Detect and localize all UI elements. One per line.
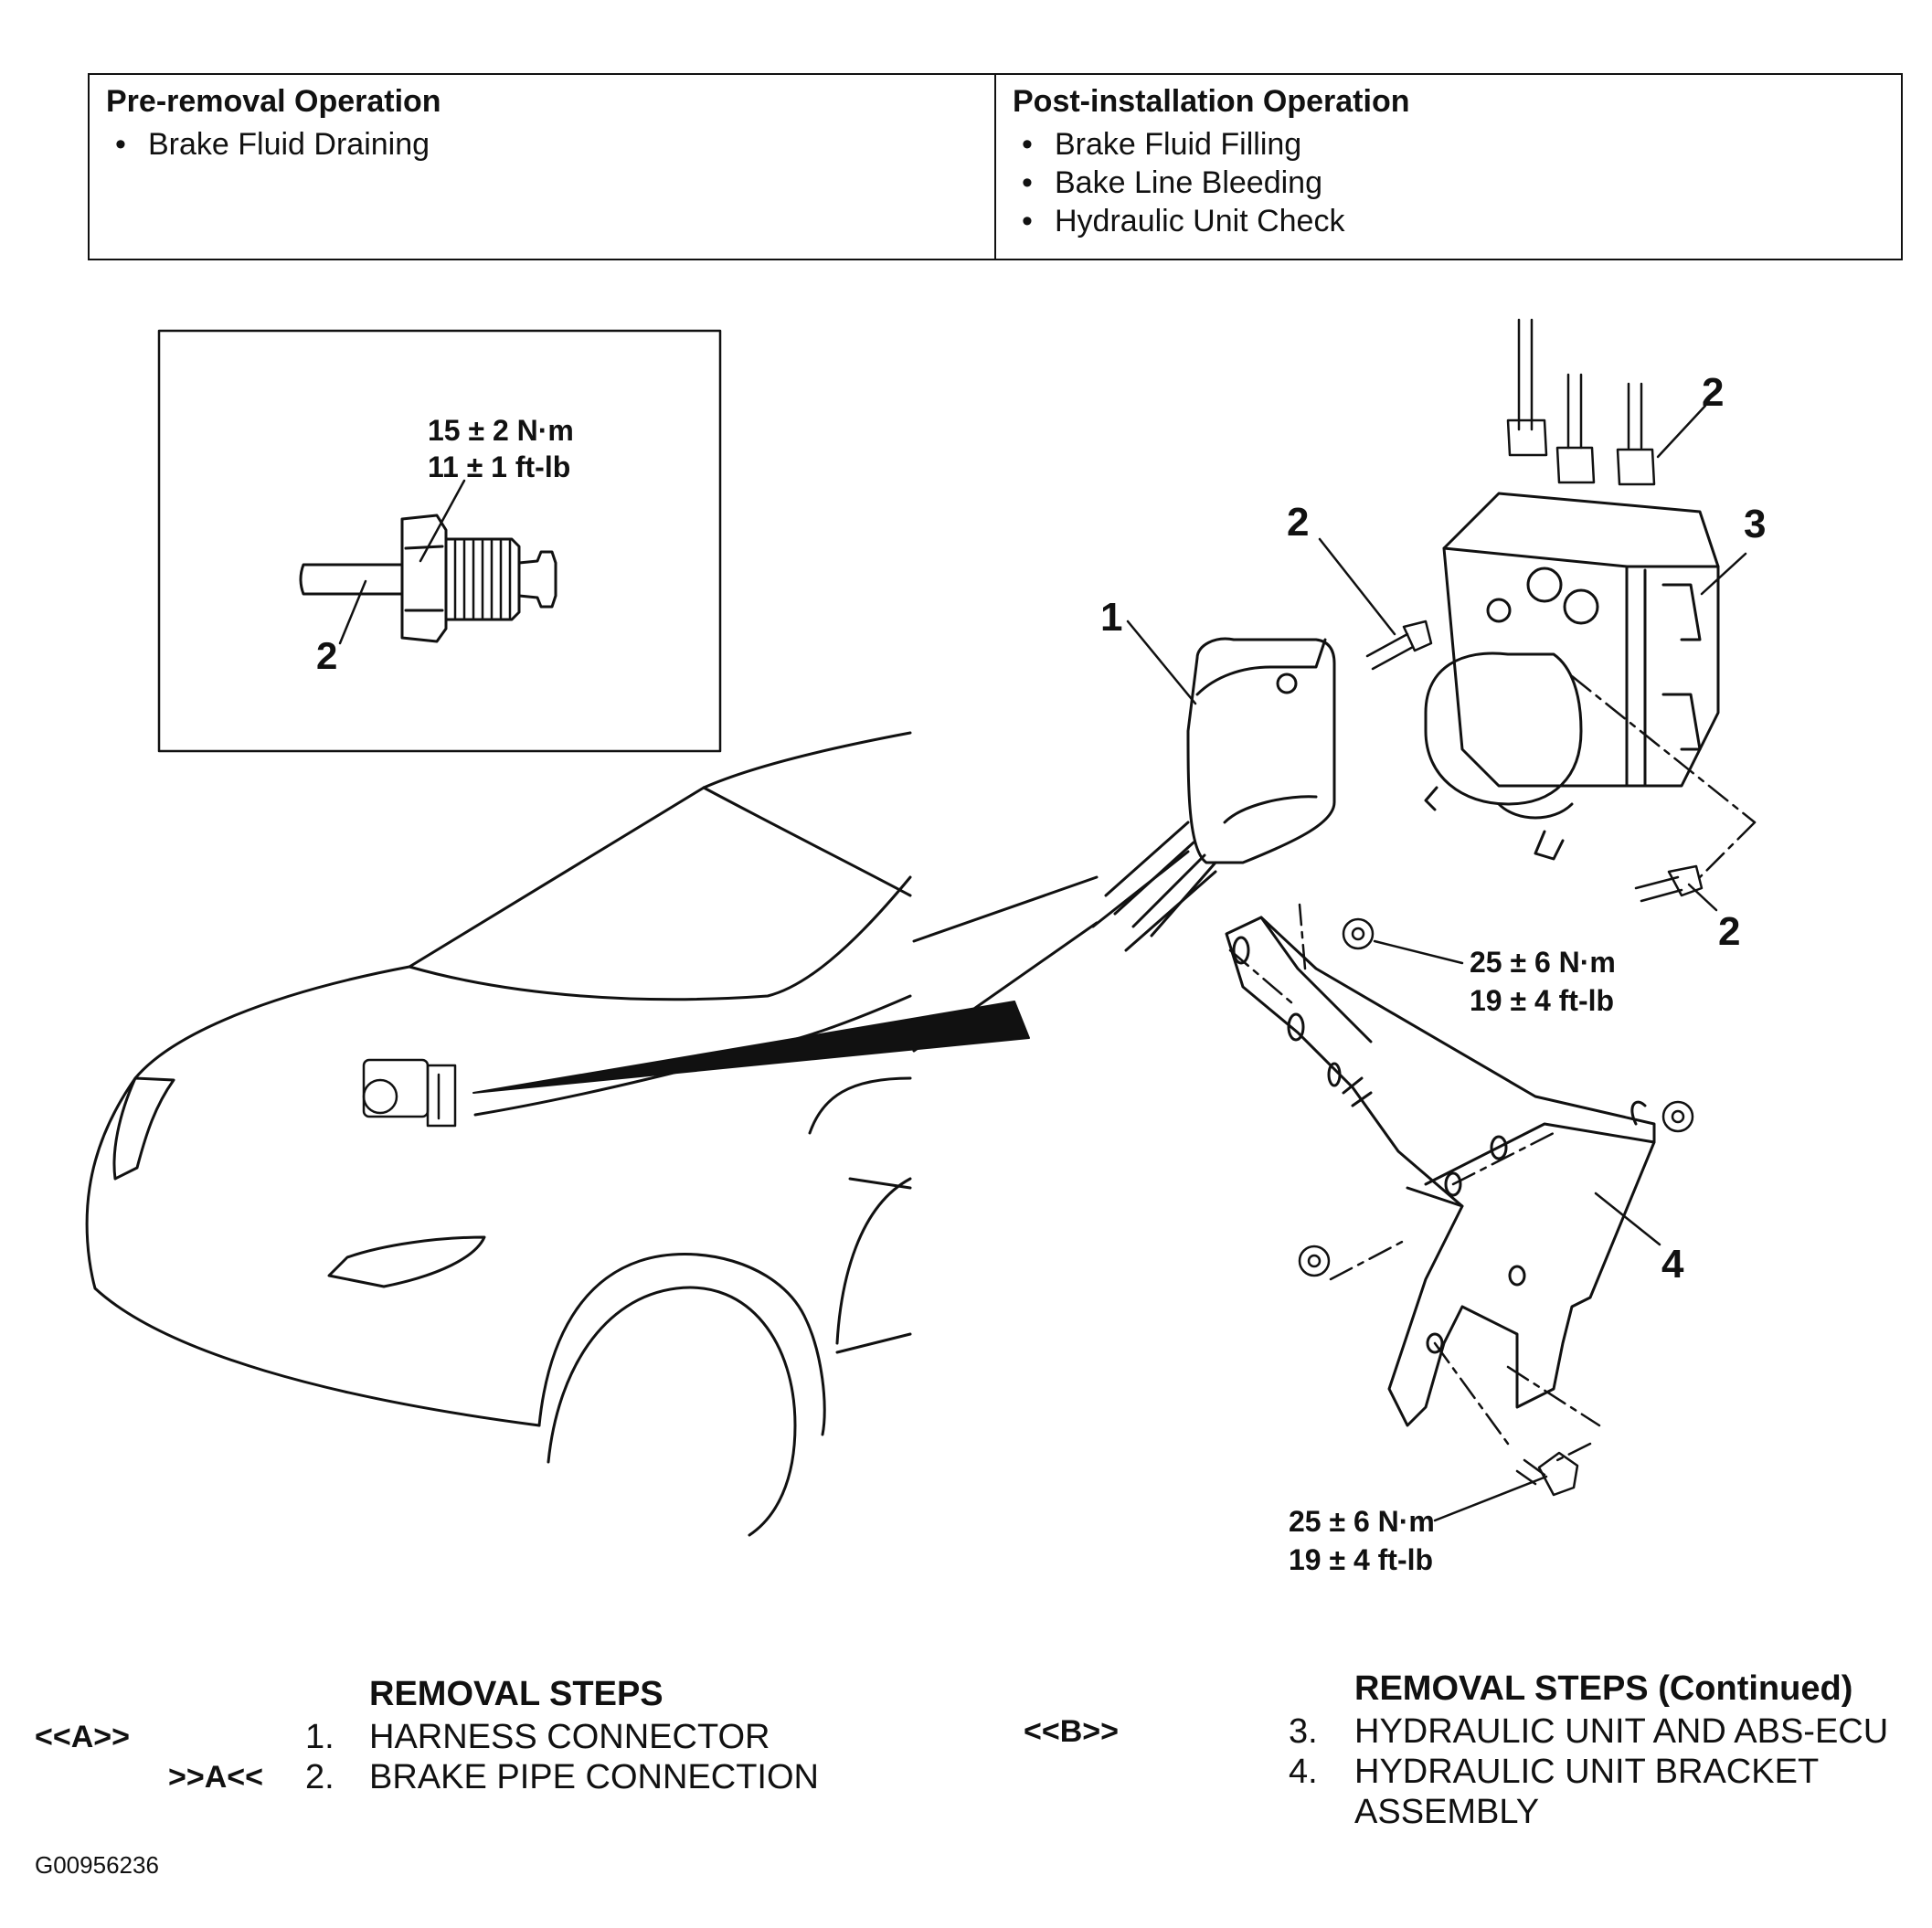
- exploded-diagram: 15 ± 2 N·m 11 ± 1 ft-lb 2 1 2 2 2 3 4 25…: [85, 318, 1766, 1576]
- figure-code: G00956236: [35, 1851, 159, 1879]
- pre-removal-column: Pre-removal Operation Brake Fluid Draini…: [90, 75, 994, 259]
- brake-pipe-icon: [299, 563, 404, 596]
- inset-torque-nm: 15 ± 2 N·m: [428, 414, 574, 447]
- post-installation-item: Hydraulic Unit Check: [1013, 202, 1884, 240]
- callout-4: 4: [1661, 1242, 1684, 1287]
- callout-1: 1: [1100, 595, 1122, 640]
- callout-2-bottom: 2: [1718, 909, 1740, 954]
- step-2-text: BRAKE PIPE CONNECTION: [369, 1758, 819, 1796]
- removal-steps-cont-title: REMOVAL STEPS (Continued): [1354, 1669, 1853, 1708]
- abs-unit-small-icon: [362, 1058, 457, 1128]
- hydraulic-unit-icon: [1424, 492, 1757, 861]
- harness-connector-icon: [1091, 637, 1336, 952]
- torque-upper-nm: 25 ± 6 N·m: [1470, 946, 1616, 979]
- pre-removal-item: Brake Fluid Draining: [106, 125, 978, 164]
- step-1-text: HARNESS CONNECTOR: [369, 1718, 770, 1756]
- pre-removal-title: Pre-removal Operation: [106, 84, 441, 119]
- post-installation-item: Brake Fluid Filling: [1013, 125, 1884, 164]
- step-3-text: HYDRAULIC UNIT AND ABS-ECU: [1354, 1712, 1889, 1751]
- inset-callout-2: 2: [316, 634, 337, 677]
- removal-steps-title: REMOVAL STEPS: [369, 1675, 663, 1713]
- step-4-text: HYDRAULIC UNIT BRACKET: [1354, 1753, 1820, 1791]
- car-outline: [85, 731, 1099, 1537]
- post-installation-column: Post-installation Operation Brake Fluid …: [994, 75, 1901, 259]
- operations-table: Pre-removal Operation Brake Fluid Draini…: [88, 73, 1903, 260]
- step-4-number: 4.: [1289, 1753, 1318, 1791]
- step-4-text-line2: ASSEMBLY: [1354, 1793, 1540, 1831]
- torque-lower-ftlb: 19 ± 4 ft-lb: [1289, 1543, 1433, 1576]
- step-3-number: 3.: [1289, 1712, 1318, 1751]
- torque-lower-nm: 25 ± 6 N·m: [1289, 1505, 1435, 1538]
- location-pointer-icon: [472, 1001, 1030, 1094]
- step-2-number: 2.: [305, 1758, 334, 1796]
- torque-upper-ftlb: 19 ± 4 ft-lb: [1470, 984, 1614, 1017]
- flare-nut-icon: [400, 514, 448, 643]
- callout-3: 3: [1744, 502, 1766, 546]
- brake-pipes-icon: [1365, 318, 1704, 903]
- callout-2-top: 2: [1702, 370, 1724, 415]
- fasteners-icon: [1298, 917, 1694, 1497]
- leader-lines: [1126, 404, 1747, 1522]
- mark-b-removal: <<B>>: [1024, 1714, 1119, 1749]
- callout-2-left: 2: [1287, 500, 1309, 545]
- post-installation-item: Bake Line Bleeding: [1013, 164, 1884, 202]
- inset-torque-ftlb: 11 ± 1 ft-lb: [428, 450, 570, 483]
- alignment-lines: [1228, 821, 1757, 1464]
- post-installation-title: Post-installation Operation: [1013, 84, 1410, 119]
- step-1-number: 1.: [305, 1718, 334, 1756]
- bracket-icon: [1225, 916, 1656, 1427]
- post-installation-list: Brake Fluid Filling Bake Line Bleeding H…: [1013, 125, 1884, 240]
- mark-a-install: >>A<<: [168, 1760, 263, 1795]
- inset-detail: [157, 329, 722, 753]
- pre-removal-list: Brake Fluid Draining: [106, 125, 978, 164]
- mark-a-removal: <<A>>: [35, 1720, 130, 1754]
